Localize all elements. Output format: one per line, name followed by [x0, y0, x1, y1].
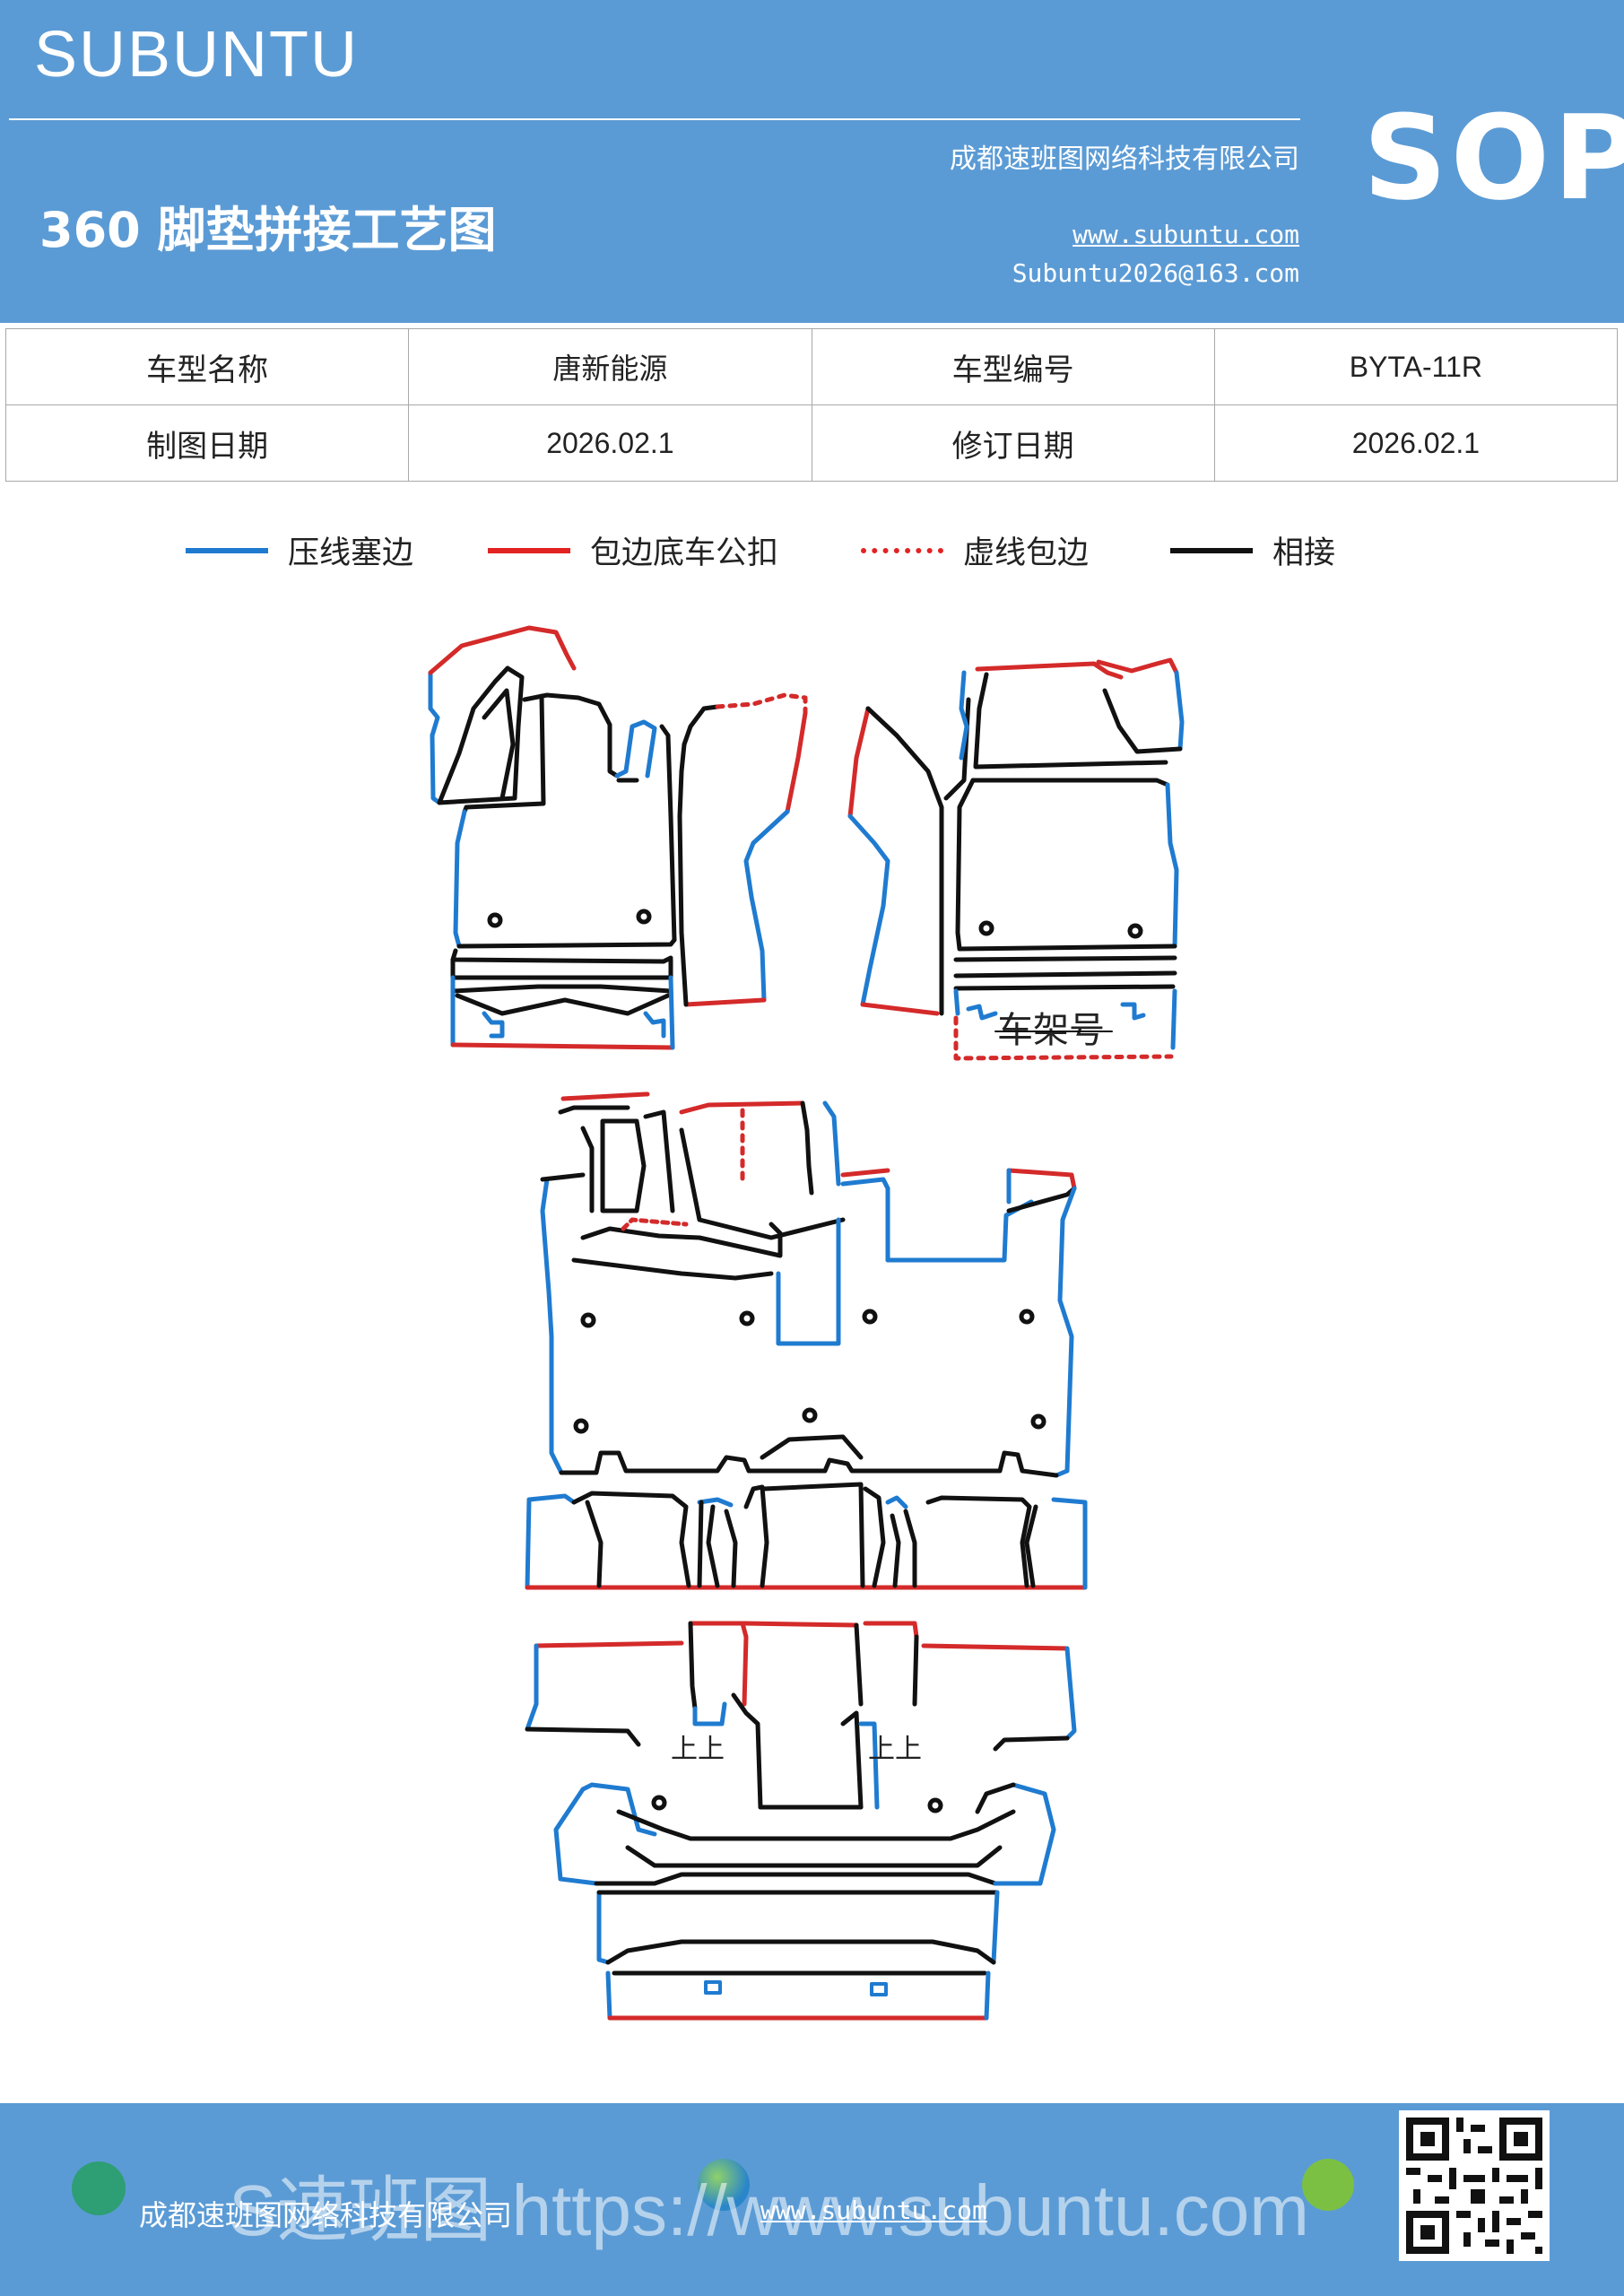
building-icon	[72, 2161, 126, 2215]
legend-swatch-red	[488, 547, 570, 553]
trunk-mat	[596, 1890, 1000, 2021]
legend-item: 相接	[1170, 527, 1335, 573]
email-address: Subuntu2026@163.com	[1012, 258, 1299, 288]
footer-watermark: S速班图 https://www.subuntu.com	[229, 2170, 1309, 2250]
legend-item: 压线塞边	[186, 527, 413, 573]
table-cell: 车型编号	[811, 328, 1215, 405]
legend-swatch-black	[1170, 547, 1253, 553]
footer-website-link[interactable]: www.subuntu.com	[760, 2196, 987, 2225]
company-name: 成都速班图网络科技有限公司	[950, 144, 1299, 175]
legend: 压线塞边 包边底车公扣 虚线包边 相接	[0, 527, 1624, 572]
table-row: 车型名称 唐新能源 车型编号 BYTA-11R	[4, 328, 1619, 405]
sop-badge: SOP	[1363, 90, 1624, 226]
wechat-icon	[1302, 2159, 1354, 2211]
footer: 成都速班图网络科技有限公司 www.subuntu.com S速班图 https…	[0, 2103, 1624, 2296]
table-cell: 修订日期	[811, 404, 1215, 482]
legend-swatch-red-dotted	[861, 547, 943, 553]
vehicle-info-table: 车型名称 唐新能源 车型编号 BYTA-11R 制图日期 2026.02.1 修…	[4, 328, 1619, 482]
legend-label: 包边底车公扣	[590, 535, 779, 571]
position-mark: 上上	[671, 1734, 725, 1765]
right-center-strip	[847, 697, 971, 1016]
rear-main-mat	[540, 1091, 1077, 1478]
legend-item: 虚线包边	[861, 527, 1089, 573]
website-link[interactable]: www.subuntu.com	[1073, 220, 1299, 249]
rear-middle-mat	[525, 1482, 1088, 1590]
rear-lower-mat: 上上 上上	[525, 1621, 1077, 1886]
legend-label: 虚线包边	[963, 535, 1090, 571]
floor-mat-diagram: 车架号	[428, 625, 1185, 2021]
document-title: 360 脚垫拼接工艺图	[39, 202, 497, 258]
left-center-strip	[677, 692, 808, 1007]
table-cell: 制图日期	[4, 404, 410, 482]
legend-label: 压线塞边	[288, 535, 414, 571]
header: SUBUNTU 成都速班图网络科技有限公司 360 脚垫拼接工艺图 www.su…	[0, 0, 1624, 323]
table-cell: 2026.02.1	[408, 404, 812, 482]
table-row: 制图日期 2026.02.1 修订日期 2026.02.1	[4, 404, 1619, 482]
header-divider	[9, 118, 1300, 120]
table-cell: 2026.02.1	[1213, 404, 1619, 482]
legend-swatch-blue	[186, 547, 268, 553]
footer-company: 成都速班图网络科技有限公司	[139, 2198, 513, 2232]
table-cell: BYTA-11R	[1213, 328, 1619, 405]
position-mark: 上上	[868, 1734, 922, 1765]
legend-label: 相接	[1272, 535, 1336, 571]
front-left-mat	[428, 625, 677, 1050]
table-cell: 车型名称	[4, 328, 410, 405]
table-cell: 唐新能源	[408, 328, 812, 405]
globe-icon	[698, 2159, 750, 2211]
brand-name: SUBUNTU	[34, 19, 360, 91]
front-right-mat: 车架号	[953, 657, 1185, 1061]
qr-code-graphic	[1399, 2110, 1550, 2261]
qr-code	[1399, 2110, 1550, 2261]
legend-item: 包边底车公扣	[488, 527, 778, 573]
